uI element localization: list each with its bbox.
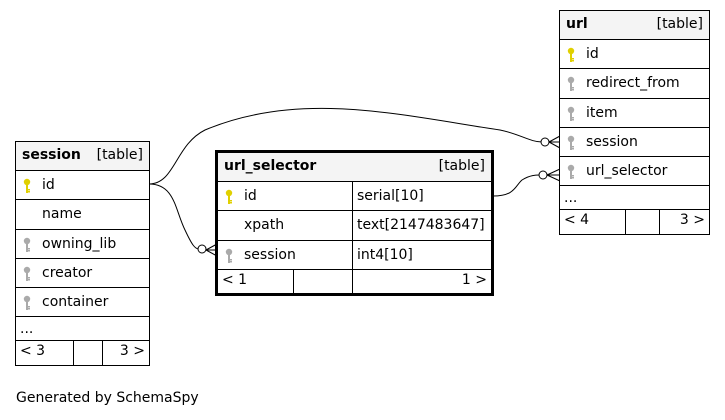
foreign-key-icon [567,77,575,92]
parents-link[interactable]: < 4 [564,212,590,229]
column-name: id [244,188,257,204]
column-row[interactable]: creator [16,259,149,289]
table-session[interactable]: session [table] id name owning_lib creat… [15,141,150,366]
column-row[interactable]: url_selector [560,157,709,187]
column-name: session [244,246,296,263]
table-name[interactable]: session [22,147,81,163]
column-row[interactable]: item [560,99,709,128]
table-type: [table] [438,158,485,174]
column-name: creator [42,264,93,281]
table-header: url [table] [560,11,709,40]
primary-key-icon [567,47,575,62]
more-columns: ... [560,186,709,211]
column-name: name [42,206,82,223]
column-name: xpath [244,217,285,234]
foreign-key-icon [23,237,31,252]
foreign-key-icon [23,266,31,281]
edge-urlselector-url [492,174,541,197]
edge-session-url-crowsfoot [548,135,561,149]
column-row[interactable]: container [16,288,149,318]
column-row[interactable]: id [560,40,709,70]
column-type: int4[10] [352,240,413,269]
table-name[interactable]: url [566,16,588,32]
primary-key-icon [225,189,233,204]
table-nav: < 1 1 > [218,269,491,294]
children-link[interactable]: 3 > [102,341,149,366]
edge-session-urlselector [148,183,200,250]
column-row[interactable]: name [16,200,149,230]
column-row[interactable]: xpath text[2147483647] [218,211,491,241]
column-name: redirect_from [586,75,680,92]
table-name[interactable]: url_selector [224,158,317,174]
more-columns: ... [16,317,149,342]
children-link[interactable]: 1 > [352,269,491,294]
parents-link[interactable]: < 3 [20,343,46,360]
edge-session-url-optional [540,137,550,147]
column-row[interactable]: session int4[10] [218,240,491,270]
table-header: session [table] [16,142,149,171]
nav-spacer [73,341,102,366]
edge-urlselector-url-crowsfoot [546,168,561,182]
foreign-key-icon [567,135,575,150]
generated-by-credit: Generated by SchemaSpy [16,390,199,406]
column-row[interactable]: owning_lib [16,230,149,259]
column-row[interactable]: id serial[10] [218,182,491,212]
column-name: owning_lib [42,235,117,252]
foreign-key-icon [567,164,575,180]
children-link[interactable]: 3 > [659,210,709,235]
foreign-key-icon [23,295,31,311]
edge-session-urlselector-optional [197,244,207,254]
column-row[interactable]: id [16,171,149,201]
nav-spacer [625,210,659,235]
table-header: url_selector [table] [218,153,491,182]
primary-key-icon [23,178,31,193]
foreign-key-icon [225,248,233,263]
column-name: item [586,104,618,121]
table-nav: < 4 3 > [560,210,709,235]
nav-spacer [293,269,352,294]
column-row[interactable]: session [560,128,709,158]
column-name: session [586,133,638,150]
column-name: container [42,294,109,311]
table-url[interactable]: url [table] id redirect_from item sessio… [559,10,710,235]
table-nav: < 3 3 > [16,341,149,366]
parents-link[interactable]: < 1 [222,271,248,288]
column-type: text[2147483647] [352,211,485,240]
table-type: [table] [656,16,703,32]
column-row[interactable]: redirect_from [560,69,709,99]
column-name: url_selector [586,163,668,180]
foreign-key-icon [567,106,575,121]
column-name: id [42,177,55,193]
edge-session-url [148,107,543,185]
edge-urlselector-url-optional [538,170,548,180]
table-type: [table] [96,147,143,163]
table-url-selector[interactable]: url_selector [table] id serial[10] xpath… [215,150,494,296]
column-type: serial[10] [352,182,424,211]
column-name: id [586,46,599,62]
